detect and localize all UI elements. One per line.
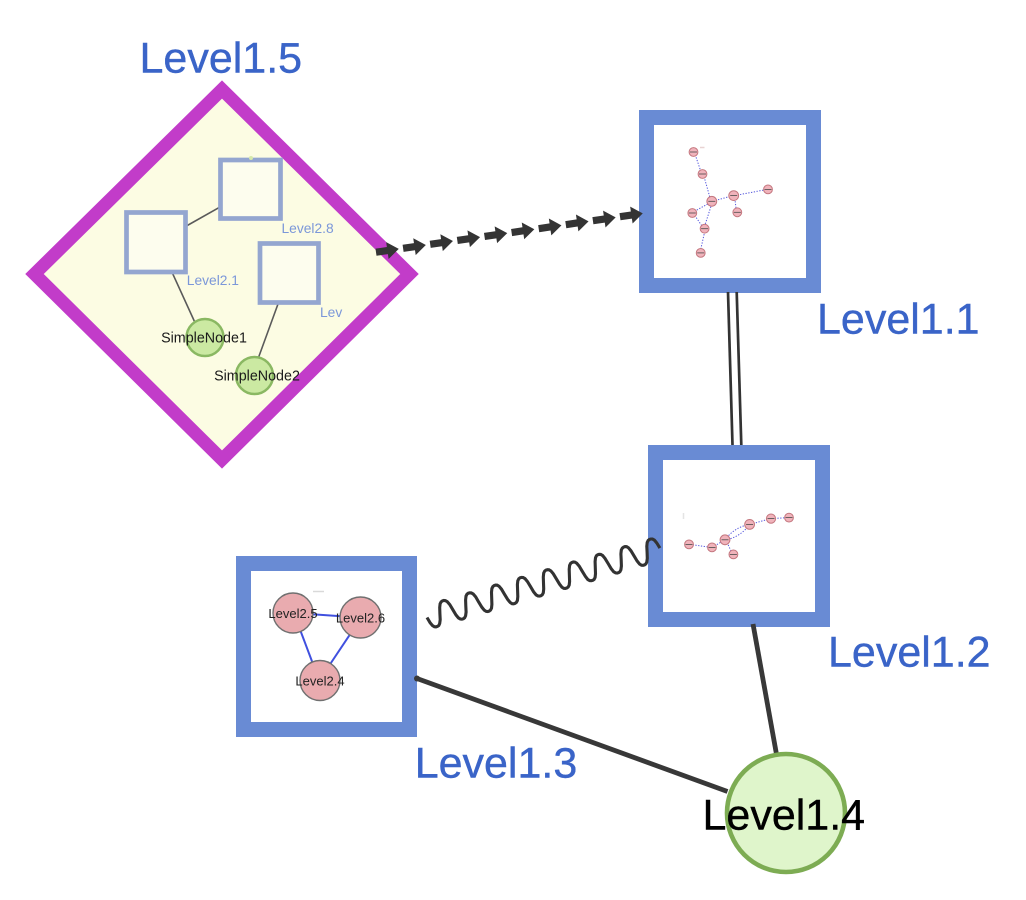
- svg-text:SimpleNode2: SimpleNode2: [214, 369, 300, 385]
- svg-text:Level2.4: Level2.4: [295, 674, 344, 689]
- svg-text:Level2.5: Level2.5: [268, 606, 317, 621]
- svg-text:Level1.5: Level1.5: [140, 35, 303, 83]
- svg-text:Level2.6: Level2.6: [336, 611, 385, 626]
- svg-text:Level2.1: Level2.1: [187, 273, 239, 288]
- svg-text:Level1.1: Level1.1: [817, 296, 980, 344]
- svg-text:Level1.4: Level1.4: [703, 792, 866, 840]
- svg-text:Level1.2: Level1.2: [828, 629, 991, 677]
- svg-text:Lev: Lev: [320, 305, 342, 320]
- svg-text:Level2.8: Level2.8: [282, 221, 334, 236]
- svg-text:Level1.3: Level1.3: [415, 740, 578, 788]
- svg-text:SimpleNode1: SimpleNode1: [161, 331, 247, 347]
